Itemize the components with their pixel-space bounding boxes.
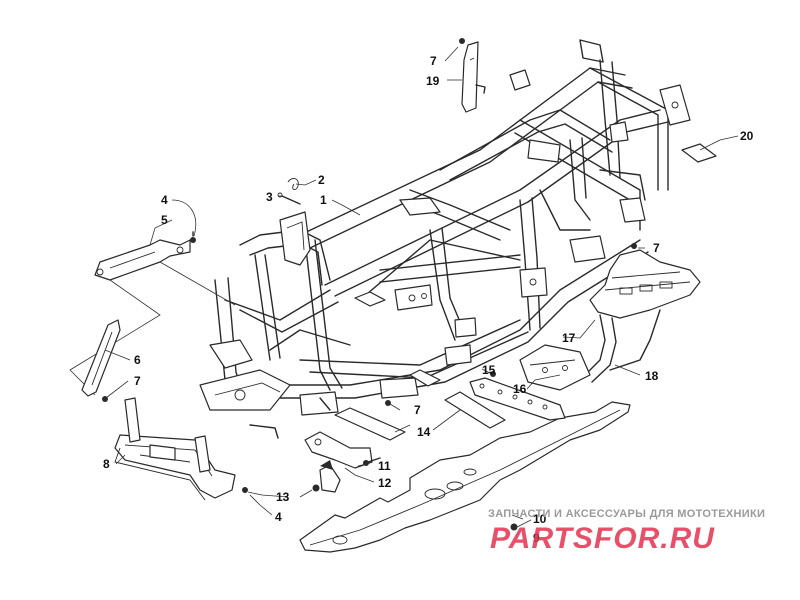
callout-5: 5 [161, 213, 168, 227]
decal-part-20 [681, 143, 717, 163]
footrest-part-18 [569, 249, 701, 383]
skid-plate [299, 401, 631, 553]
callout-17: 17 [562, 331, 576, 345]
callout-6: 6 [134, 353, 141, 367]
callout-16: 16 [513, 382, 527, 396]
callout-15: 15 [482, 363, 496, 377]
callout-4-lower: 4 [275, 510, 282, 524]
callout-labels: 1 2 3 4 4 5 6 7 7 7 7 8 9 10 11 12 13 14… [103, 54, 754, 545]
callout-13: 13 [276, 490, 290, 504]
watermark: ЗАПЧАСТИ И АКСЕССУАРЫ ДЛЯ МОТОТЕХНИКИ PA… [488, 508, 765, 555]
hanger-part-19 [461, 41, 486, 113]
floor-pad-part-14 [334, 291, 506, 441]
callout-7-top: 7 [430, 54, 437, 68]
clip-part-2 [287, 178, 299, 191]
callout-14: 14 [417, 425, 431, 439]
bolt-part-4-lower [242, 487, 248, 493]
callout-9: 9 [533, 531, 540, 545]
callout-4-upper: 4 [161, 193, 168, 207]
callout-3: 3 [266, 190, 273, 204]
assembly-line-left-2 [159, 261, 236, 306]
callout-18: 18 [645, 369, 659, 383]
bracket-part-17 [519, 344, 591, 391]
bolt-part-4-upper [190, 231, 196, 243]
bolt-part-7-right [631, 243, 637, 249]
callout-19: 19 [426, 74, 440, 88]
bracket-part-5 [94, 239, 191, 281]
bolt-part-7-top [459, 38, 465, 44]
watermark-brand: PARTSFOR.RU [490, 522, 715, 555]
nut-part-13 [312, 484, 320, 492]
callout-7-right: 7 [653, 241, 660, 255]
front-bumper-part-8 [114, 397, 236, 501]
pin-part-3 [277, 192, 301, 205]
callout-20: 20 [740, 129, 754, 143]
callout-2: 2 [318, 173, 325, 187]
watermark-tagline: ЗАПЧАСТИ И АКСЕССУАРЫ ДЛЯ МОТОТЕХНИКИ [488, 508, 765, 520]
callout-7-center: 7 [414, 403, 421, 417]
bolt-part-7-center [385, 400, 391, 406]
callout-7-left: 7 [134, 374, 141, 388]
callout-10: 10 [533, 512, 547, 526]
callout-8: 8 [103, 457, 110, 471]
bracket-part-12 [304, 431, 373, 493]
leader-lines [104, 46, 739, 529]
lever-part-16 [469, 377, 566, 421]
callout-1: 1 [320, 193, 327, 207]
main-frame [199, 39, 691, 439]
callout-12: 12 [378, 476, 392, 490]
callout-11: 11 [378, 459, 391, 473]
bolt-part-9 [510, 523, 518, 531]
brace-part-6 [81, 319, 121, 397]
bolt-part-15 [490, 371, 496, 377]
